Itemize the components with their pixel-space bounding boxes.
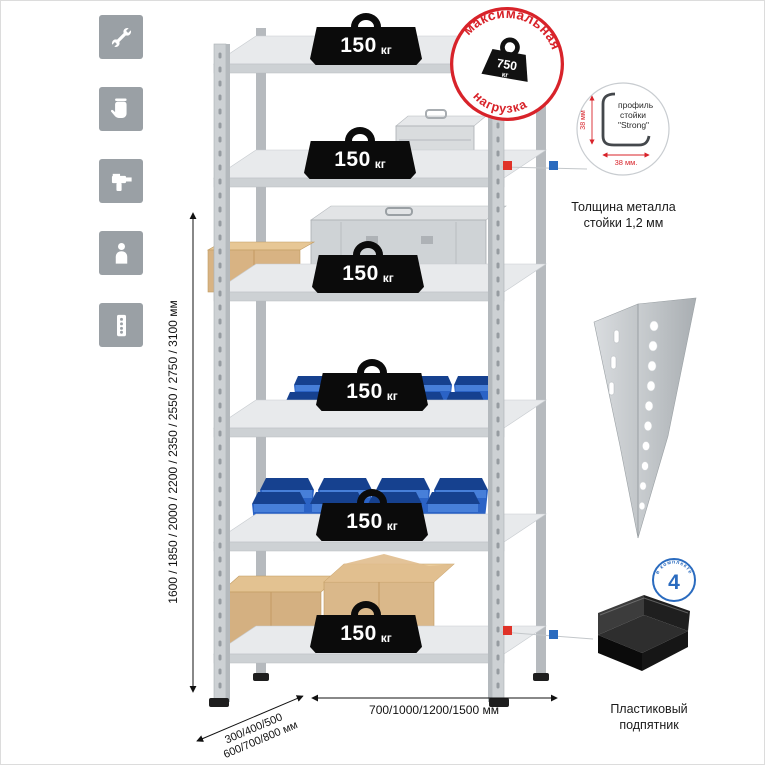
stamp-load-unit: кг	[501, 71, 509, 79]
depth-dimension-label-1: 300/400/500	[223, 711, 284, 746]
corner-post-image	[593, 297, 697, 539]
stamp-load-value: 750	[496, 56, 519, 73]
depth-dimension-label-2: 600/700/800 мм	[222, 719, 300, 761]
plastic-foot-image	[598, 595, 690, 671]
shelf-load-value: 150	[340, 622, 377, 645]
stamp-weight-icon	[481, 49, 528, 82]
gloves-icon	[99, 87, 143, 131]
shelf-load-value: 150	[342, 262, 379, 285]
drill-icon	[99, 159, 143, 203]
shelf-load-value: 150	[334, 148, 371, 171]
included-count-badge: в комплекте 4	[652, 558, 696, 602]
profile-label-3: "Strong"	[618, 120, 649, 130]
height-dimension-label: 1600 / 1850 / 2000 / 2200 / 2350 / 2550 …	[166, 300, 180, 603]
wrench-icon	[99, 15, 143, 59]
profile-label-2: стойки	[620, 110, 646, 120]
shelf-load-unit: кг	[386, 388, 398, 403]
shelf-load-unit: кг	[374, 156, 386, 171]
profile-dim-vertical: 38 мм	[580, 110, 587, 130]
shelf-load-value: 150	[340, 34, 377, 57]
feature-icon-column	[99, 15, 143, 347]
foot-caption-line1: Пластиковый	[610, 702, 688, 716]
person-icon	[99, 231, 143, 275]
profile-caption: Толщина металла стойки 1,2 мм	[551, 199, 696, 232]
shelf-load-unit: кг	[380, 42, 392, 57]
profile-callout-circle: 38 мм 38 мм. профиль стойки "Strong"	[576, 82, 670, 176]
foot-caption-line2: подпятник	[619, 718, 679, 733]
shelf-load-value: 150	[346, 380, 383, 403]
shelf-load-value: 150	[346, 510, 383, 533]
perforated-profile-icon	[99, 303, 143, 347]
profile-dim-horizontal: 38 мм.	[615, 158, 638, 167]
profile-label-1: профиль	[618, 100, 654, 110]
max-load-stamp: максимальная нагрузка 750 кг	[436, 1, 577, 135]
shelf-load-unit: кг	[382, 270, 394, 285]
profile-caption-line2: стойки 1,2 мм	[583, 216, 664, 231]
shelf-load-unit: кг	[386, 518, 398, 533]
profile-caption-line1: Толщина металла	[571, 200, 676, 214]
badge-number: 4	[668, 571, 680, 594]
shelf-load-unit: кг	[380, 630, 392, 645]
post-profile-drawing	[601, 92, 651, 147]
foot-caption: Пластиковый подпятник	[579, 701, 719, 734]
